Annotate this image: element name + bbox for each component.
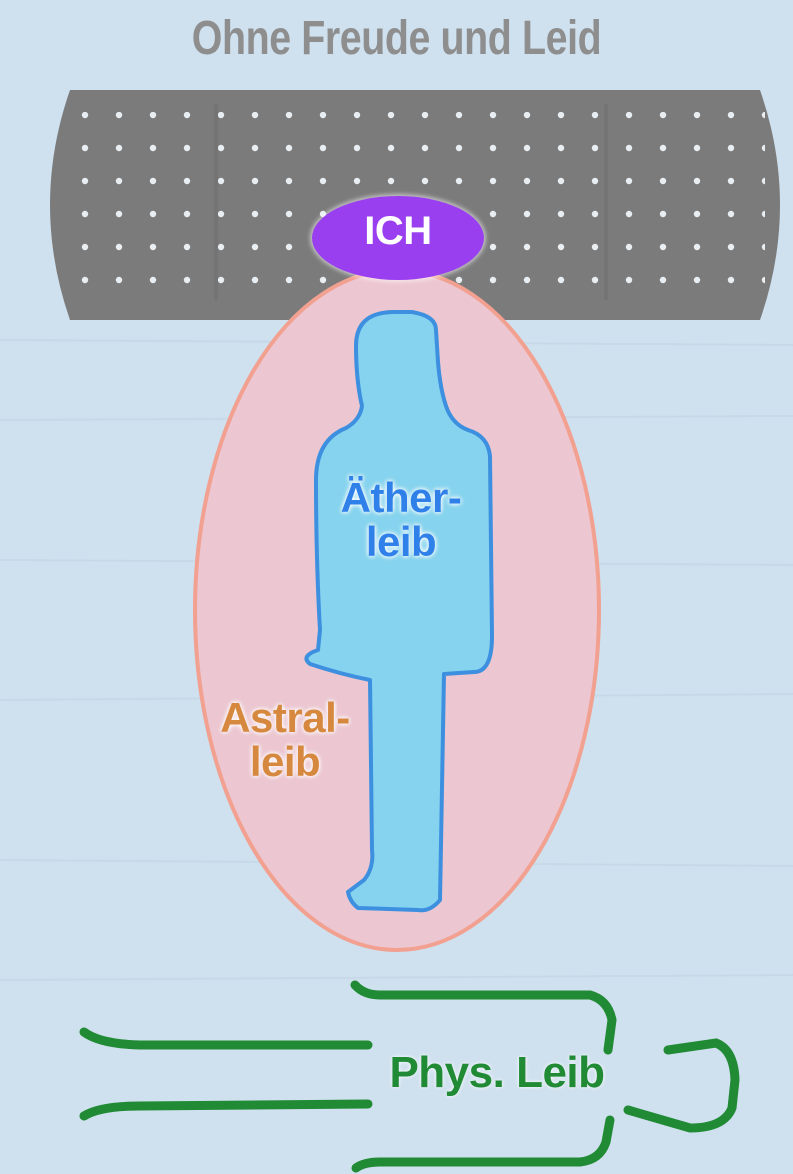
astral-label-line-1: Astral- bbox=[205, 696, 365, 740]
phys-lower-line bbox=[84, 1104, 368, 1116]
astral-label-line-2: leib bbox=[205, 740, 365, 784]
ich-label: ICH bbox=[312, 210, 484, 252]
phys-head-top bbox=[355, 985, 612, 1050]
phys-bottom bbox=[356, 1120, 610, 1168]
aether-body-label: Äther- leib bbox=[316, 476, 486, 564]
diagram-title: Ohne Freude und Leid bbox=[71, 14, 721, 64]
astral-body-label: Astral- leib bbox=[205, 696, 365, 784]
phys-head-right bbox=[628, 1043, 735, 1128]
physical-body-label: Phys. Leib bbox=[372, 1050, 622, 1096]
aether-label-line-1: Äther- bbox=[316, 476, 486, 520]
phys-upper-line bbox=[84, 1032, 368, 1045]
aether-label-line-2: leib bbox=[316, 520, 486, 564]
